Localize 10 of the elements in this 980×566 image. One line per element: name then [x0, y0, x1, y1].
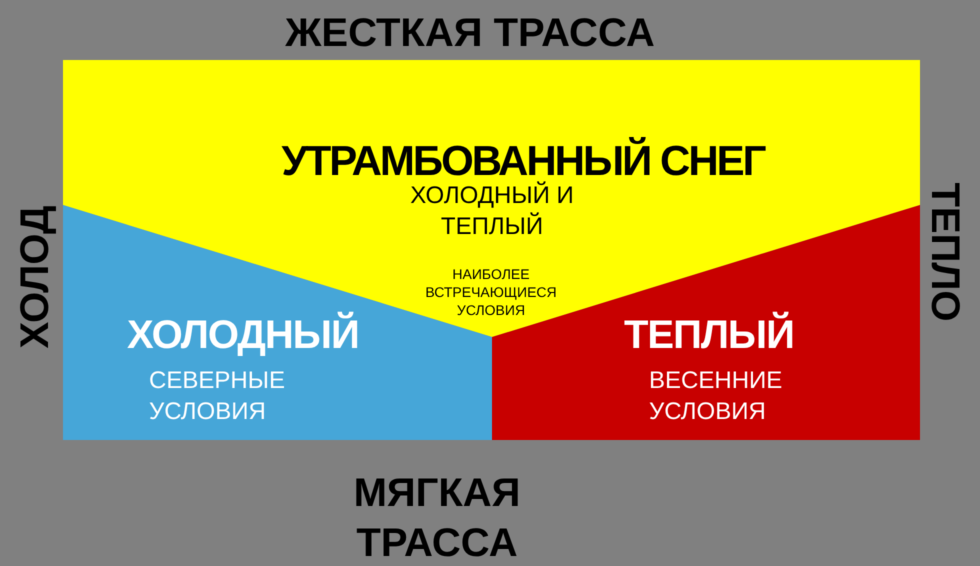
axis-label: МЯГКАЯ ТРАССА — [352, 470, 522, 566]
zone-note: НАИБОЛЕЕ ВСТРЕЧАЮЩИЕСЯ УСЛОВИЯ — [424, 265, 558, 320]
axis-label: ХОЛОД — [12, 204, 58, 350]
axis-label: ТЕПЛО — [922, 181, 968, 324]
zone-subtitle: ВЕСЕННИЕ УСЛОВИЯ — [649, 366, 784, 428]
axis-label: ЖЕСТКАЯ ТРАССА — [284, 10, 656, 57]
zone-title: ТЕПЛЫЙ — [624, 313, 795, 357]
zone-subtitle: СЕВЕРНЫЕ УСЛОВИЯ — [149, 366, 286, 428]
zone-subtitle: ХОЛОДНЫЙ И ТЕПЛЫЙ — [409, 180, 575, 242]
zone-title: ХОЛОДНЫЙ — [127, 313, 360, 357]
